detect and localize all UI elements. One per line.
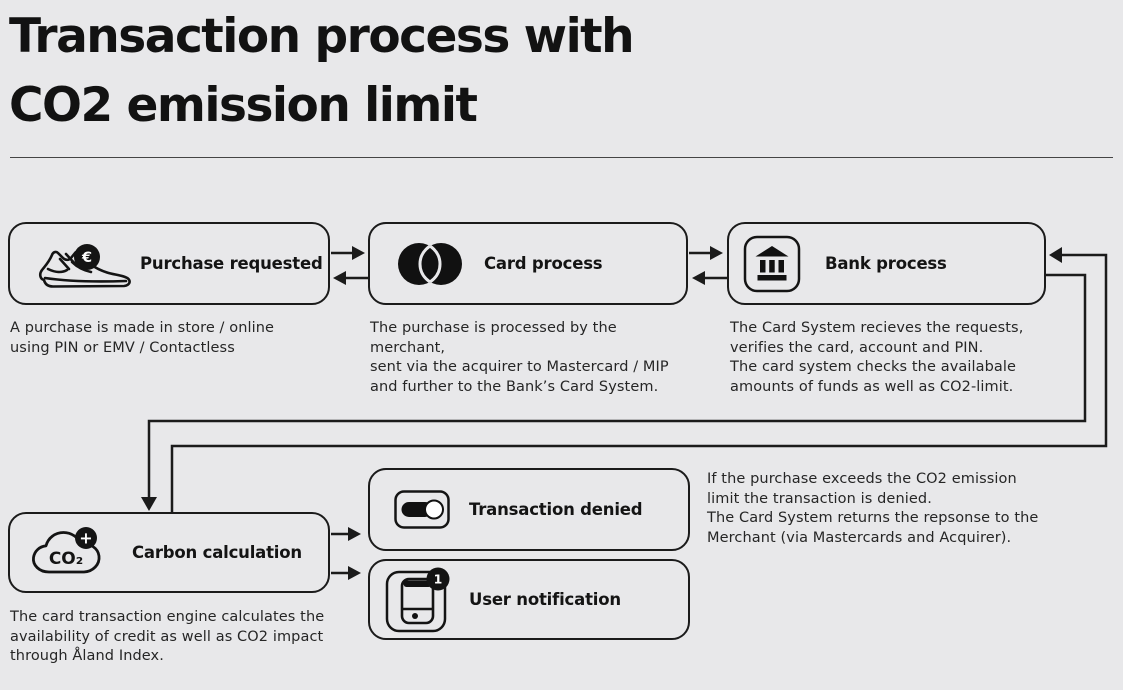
node-user-notification: 1 User notification	[368, 559, 690, 640]
title-divider	[10, 157, 1113, 158]
notification-badge	[426, 567, 450, 590]
phone-notification-icon: 1	[385, 567, 450, 632]
mastercard-icon	[398, 242, 462, 285]
euro-badge	[74, 243, 100, 270]
purchase-description: A purchase is made in store / online usi…	[10, 320, 275, 356]
node-transaction-denied: Transaction denied	[368, 468, 690, 551]
node-label: Carbon calculation	[132, 543, 302, 562]
node-label: Card process	[484, 254, 603, 273]
node-label: Transaction denied	[469, 500, 643, 519]
co2-cloud-plus-icon: CO₂ +	[32, 526, 101, 573]
arrow-carbon-to-denied	[331, 527, 361, 541]
sneaker-euro-icon: €	[38, 243, 131, 288]
node-label: Bank process	[825, 254, 947, 273]
card-description: The purchase is processed by the merchan…	[370, 320, 669, 395]
card-denied-icon	[394, 490, 450, 529]
denied-note: If the purchase exceeds the CO2 emission…	[707, 471, 1039, 546]
node-card-process: Card process	[368, 222, 688, 305]
plus-badge-label: +	[79, 528, 92, 547]
arrow-card-to-purchase	[333, 271, 368, 285]
node-label: User notification	[469, 590, 621, 609]
co2-cloud-label: CO₂	[49, 549, 83, 569]
node-label: Purchase requested	[140, 254, 323, 273]
euro-badge-label: €	[81, 250, 92, 266]
arrow-carbon-to-notification	[331, 566, 361, 580]
plus-badge	[75, 526, 97, 549]
arrow-purchase-to-card	[331, 246, 365, 260]
node-bank-process: Bank process	[727, 222, 1046, 305]
carbon-description: The card transaction engine calculates t…	[10, 609, 325, 664]
node-purchase-requested: € Purchase requested	[8, 222, 330, 305]
bank-description: The Card System recieves the requests, v…	[730, 320, 1024, 395]
page-title: Transaction process with CO2 emission li…	[9, 9, 635, 133]
notification-badge-count: 1	[434, 571, 443, 586]
node-carbon-calculation: CO₂ + Carbon calculation	[8, 512, 330, 593]
arrow-card-to-bank	[689, 246, 723, 260]
arrow-bank-to-card	[692, 271, 727, 285]
bank-icon	[743, 235, 801, 292]
